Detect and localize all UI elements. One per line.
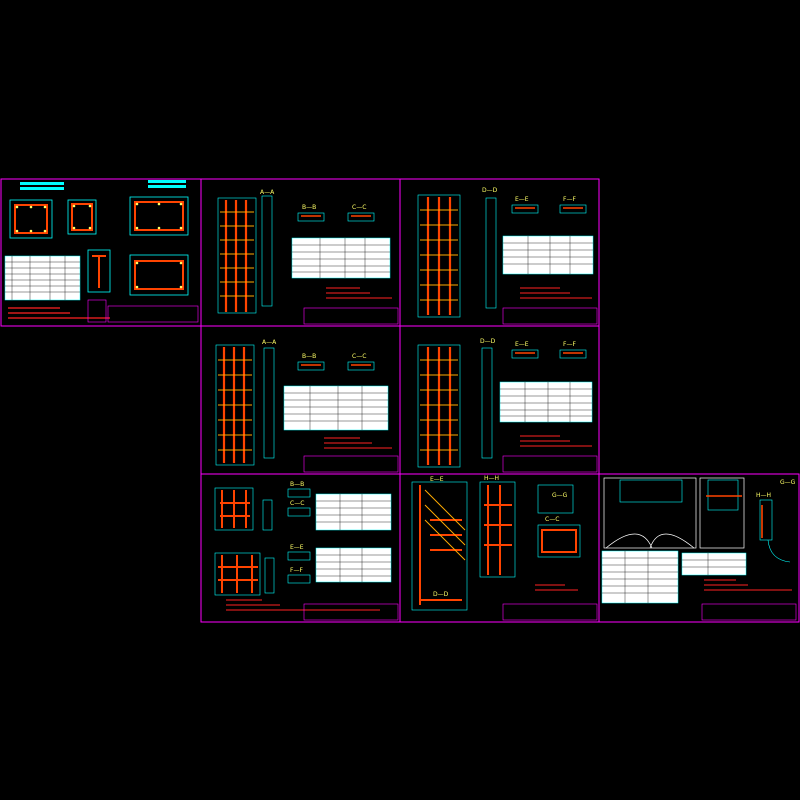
sheet-6-section-f-label: F—F xyxy=(290,567,303,574)
sheet-2-section-a-label: A—A xyxy=(260,189,275,196)
sheet-4-content: B—B C—C A—A xyxy=(215,339,399,473)
sheet-7-section-d-label: D—D xyxy=(433,591,449,598)
sheet-2-section-c-label: C—C xyxy=(352,204,366,211)
sheet-1-content xyxy=(4,180,199,323)
sheet-6-section-e-label: E—E xyxy=(290,544,304,551)
sheet-2-content: B—B C—C A—A xyxy=(217,189,399,325)
sheet-4-section-c-label: C—C xyxy=(352,353,366,360)
sheet-5-section-e-label: E—E xyxy=(515,341,529,348)
sheet-7-section-e-label: E—E xyxy=(430,476,444,483)
sheet-8-section-g-label: G—G xyxy=(780,479,796,486)
sheet-6-section-b-label: B—B xyxy=(290,481,304,488)
sheet-7-content: E—E H—H C—C G—G D—D xyxy=(411,475,598,621)
sheet-5-content: E—E F—F D—D xyxy=(417,338,598,473)
sheet-2-section-b-label: B—B xyxy=(302,204,316,211)
sheet-6-section-c-label: C—C xyxy=(290,500,304,507)
sheet-7-section-c-label: C—C xyxy=(545,516,559,523)
sheet-3-content: E—E F—F D—D xyxy=(417,187,598,325)
sheet-4-section-b-label: B—B xyxy=(302,353,316,360)
sheet-7-section-h-label: H—H xyxy=(484,475,499,482)
sheet-8-section-h-label: H—H xyxy=(756,492,771,499)
sheet-3-section-e-label: E—E xyxy=(515,196,529,203)
sheet-3-section-d-label: D—D xyxy=(482,187,498,194)
sheet-4-section-a-label: A—A xyxy=(262,339,277,346)
sheet-5-section-d-label: D—D xyxy=(480,338,496,345)
sheet-8-frame xyxy=(598,473,800,623)
sheet-6-content: B—B C—C E—E F—F xyxy=(214,481,399,621)
sheet-3-section-f-label: F—F xyxy=(563,196,576,203)
sheet-8-content: H—H G—G xyxy=(601,477,797,621)
sheet-5-section-f-label: F—F xyxy=(563,341,576,348)
sheet-7-section-g-label: G—G xyxy=(552,492,568,499)
